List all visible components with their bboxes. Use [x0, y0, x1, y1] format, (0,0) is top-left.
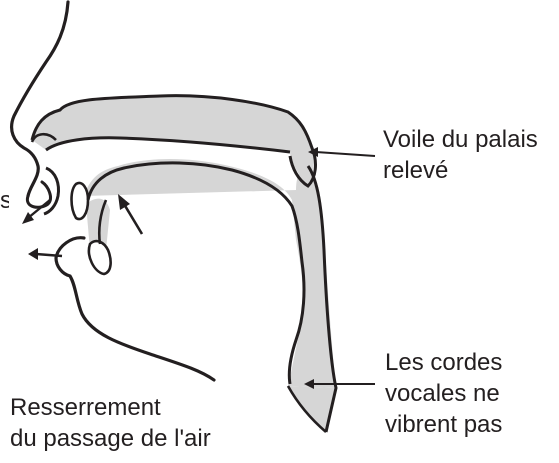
cut-edge-label-text: s: [0, 185, 9, 216]
constriction-label-line2: du passage de l'air: [10, 423, 211, 454]
cut-edge-label-fragment: s: [0, 185, 9, 216]
vocal-cords-label: Les cordes vocales ne vibrent pas: [385, 347, 502, 440]
velum-label-line1: Voile du palais: [383, 124, 538, 155]
face-profile: [12, 2, 68, 196]
velum-label-line2: relevé: [383, 155, 538, 186]
lower-teeth: [89, 241, 111, 274]
upper-lip: [44, 168, 59, 214]
velum-pointer-arrow: [308, 147, 375, 157]
vocal-cords-label-line3: vibrent pas: [385, 409, 502, 440]
lower-lip-chin: [56, 238, 214, 380]
velum-label: Voile du palais relevé: [383, 124, 538, 186]
pharynx-fill: [84, 159, 336, 388]
upper-teeth: [72, 183, 89, 219]
constriction-label-line1: Resserrement: [10, 392, 211, 423]
constriction-arrow: [118, 194, 142, 234]
vocal-cords-label-line2: vocales ne: [385, 378, 502, 409]
constriction-label: Resserrement du passage de l'air: [10, 392, 211, 454]
vocal-cords-label-line1: Les cordes: [385, 347, 502, 378]
